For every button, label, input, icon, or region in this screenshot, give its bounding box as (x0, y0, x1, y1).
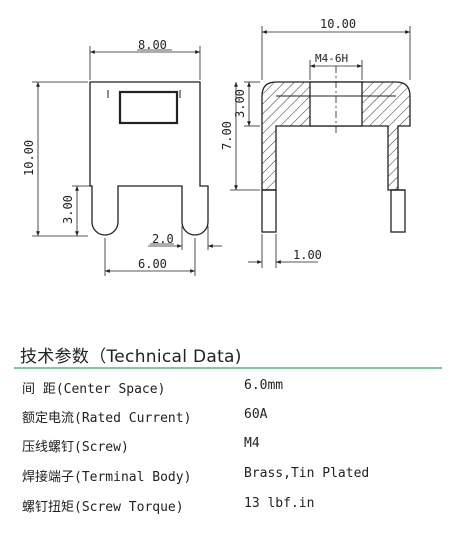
spec-label: 螺钉扭矩(Screw Torque) (22, 500, 184, 515)
dim-front-height: 10.00 (22, 140, 36, 176)
spec-label: 焊接端子(Terminal Body) (22, 470, 192, 485)
spec-value: 13 lbf.in (244, 496, 315, 511)
dim-front-width: 8.00 (138, 38, 167, 52)
section-divider (14, 367, 442, 369)
spec-value: 60A (244, 407, 268, 422)
dim-head-height: 3.00 (233, 89, 247, 118)
front-view-outline (89, 81, 209, 236)
spec-label: 额定电流(Rated Current) (22, 411, 192, 426)
front-view-labels: 8.00 10.00 3.00 2.0 6.00 (22, 38, 174, 271)
side-view (261, 66, 411, 233)
front-view-dimensions (32, 46, 222, 276)
side-view-thread-hole (309, 81, 363, 127)
side-view-labels: 10.00 M4-6H 3.00 7.00 1.00 (220, 17, 356, 262)
spec-value: Brass,Tin Plated (244, 466, 370, 481)
side-view-body-hatch (261, 81, 411, 191)
dim-slot-depth: 3.00 (61, 195, 75, 224)
side-view-right-leg (390, 189, 406, 233)
dim-slot-gap: 2.0 (152, 232, 174, 246)
spec-label: 压线螺钉(Screw) (22, 440, 129, 455)
section-title: 技术参数（Technical Data) (20, 347, 242, 367)
technical-drawing: 8.00 10.00 3.00 2.0 6.00 (22, 17, 411, 276)
front-view (89, 81, 209, 236)
dim-leg-height: 7.00 (220, 121, 234, 150)
dim-side-width: 10.00 (320, 17, 356, 31)
dim-front-bottom-width: 6.00 (138, 257, 167, 271)
side-view-dimensions (230, 26, 411, 268)
dim-leg-thickness: 1.00 (293, 248, 322, 262)
spec-value: 6.0mm (244, 378, 284, 393)
front-view-window (118, 90, 179, 125)
spec-value: M4 (244, 436, 260, 451)
side-view-left-leg (261, 189, 277, 233)
dim-thread: M4-6H (315, 52, 348, 65)
spec-label: 间 距(Center Space) (22, 382, 166, 397)
